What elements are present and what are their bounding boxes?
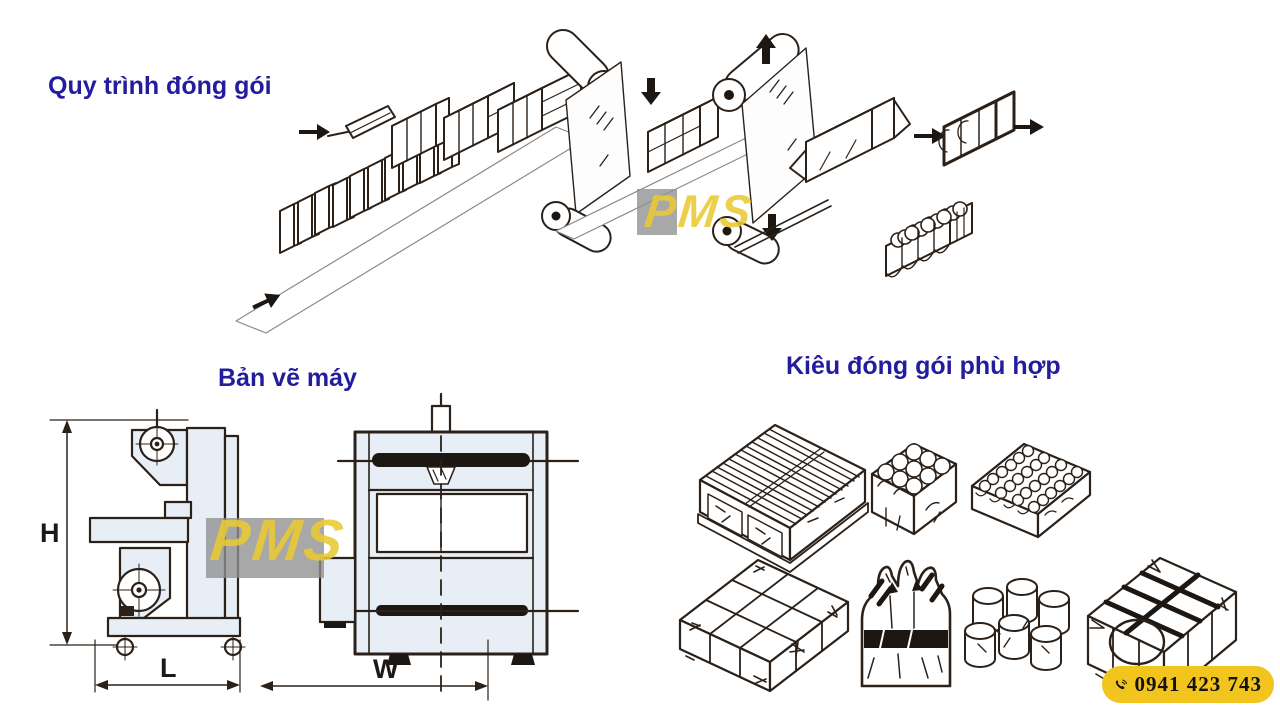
push-arrow-icon bbox=[299, 124, 330, 140]
phone-icon bbox=[1115, 679, 1128, 689]
flow-arrow-icon bbox=[914, 128, 946, 144]
flow-arrow-icon bbox=[252, 293, 281, 310]
pack-style-slat-tray bbox=[697, 423, 869, 573]
pack-style-bottle-pack bbox=[860, 559, 952, 688]
process-title: Quy trình đóng gói bbox=[48, 72, 272, 100]
packaging-styles-title: Kiêu đóng gói phù hợp bbox=[786, 352, 1061, 380]
film-station-2 bbox=[712, 33, 832, 265]
packaging-styles-art bbox=[678, 423, 1238, 702]
pack-in-film bbox=[647, 96, 719, 173]
pack-style-flat-box-pack bbox=[678, 558, 850, 693]
machine-drawing-title: Bản vẽ máy bbox=[218, 364, 357, 392]
pack-style-can-tray bbox=[970, 442, 1092, 539]
pack-style-jar-pack bbox=[870, 442, 958, 536]
product-slabs-row bbox=[279, 121, 460, 254]
machine-side-view bbox=[49, 408, 246, 693]
phone-badge[interactable]: 0941 423 743 bbox=[1102, 666, 1274, 703]
machine-drawing: H L W bbox=[40, 392, 580, 701]
wrapped-can-pack bbox=[885, 201, 973, 278]
flow-arrow-icon bbox=[1014, 119, 1044, 135]
watermark-logo: PMS bbox=[642, 185, 757, 237]
watermark-box bbox=[637, 189, 677, 235]
pusher-plate bbox=[299, 105, 396, 140]
dimension-label-height: H bbox=[40, 518, 60, 548]
watermark-logo: PMS bbox=[207, 508, 350, 573]
dimension-label-length: L bbox=[160, 653, 177, 683]
collated-group-3 bbox=[497, 68, 582, 153]
machine-front-view bbox=[260, 392, 580, 701]
watermark-box bbox=[206, 518, 324, 578]
film-feed-up-arrow-icon bbox=[756, 34, 776, 64]
phone-number: 0941 423 743 bbox=[1134, 672, 1262, 696]
loose-wrapped-pack bbox=[789, 97, 911, 183]
dimension-label-width: W bbox=[373, 654, 399, 684]
film-feed-down-arrow-icon bbox=[641, 78, 661, 105]
packaging-process-diagram bbox=[235, 28, 1044, 334]
pack-style-tub-pack bbox=[964, 578, 1070, 671]
shrink-wrapped-pack bbox=[938, 90, 1016, 167]
